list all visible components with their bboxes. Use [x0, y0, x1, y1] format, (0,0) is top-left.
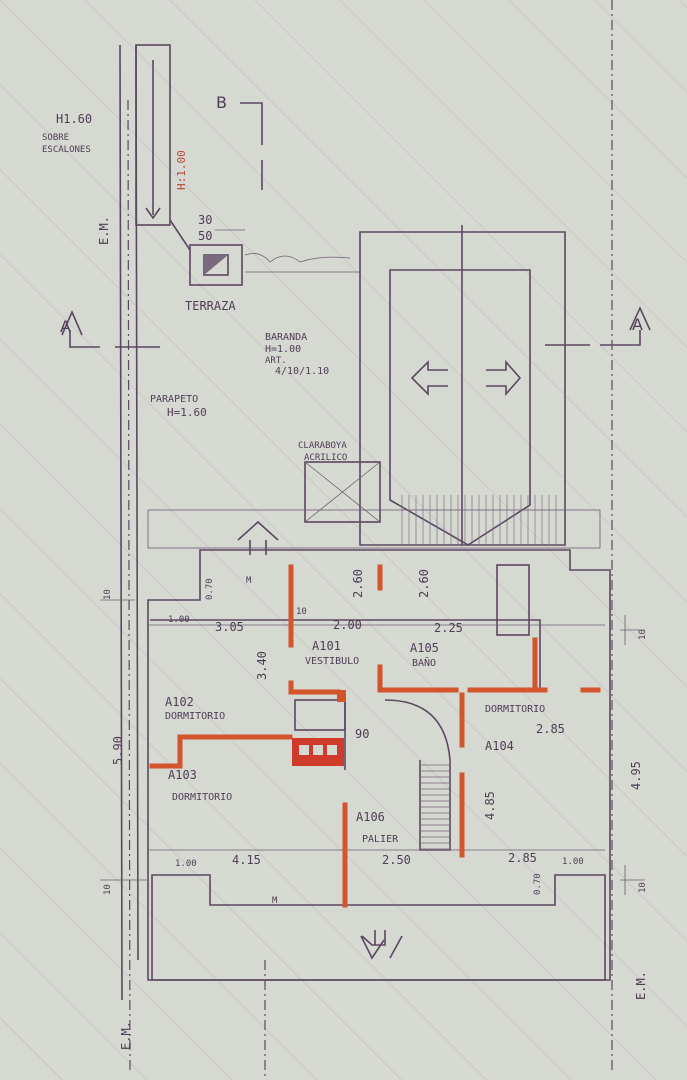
room-code-a105: A105 — [410, 641, 439, 655]
dim-10-left: 10 — [103, 884, 113, 895]
room-code-a101: A101 — [312, 639, 341, 653]
label-claraboya: CLARABOYA — [298, 441, 347, 451]
room-code-a104: A104 — [485, 739, 514, 753]
room-code-a106: A106 — [356, 810, 385, 824]
mark-m-top: M — [246, 576, 252, 586]
label-em-1: E.M. — [97, 216, 111, 245]
dim-415: 4.15 — [232, 853, 261, 867]
room-code-a102: A102 — [165, 695, 194, 709]
label-escalones: ESCALONES — [42, 145, 91, 155]
mark-m-bottom: M — [272, 896, 278, 906]
label-terraza: TERRAZA — [185, 299, 236, 313]
skylight — [304, 461, 381, 523]
label-baranda-num: 4/10/1.10 — [275, 366, 329, 377]
label-chimney-50: 50 — [198, 229, 212, 243]
pitched-roof — [359, 225, 566, 546]
dim-100-bottom-left: 1.00 — [175, 859, 197, 869]
top-eave-band — [147, 509, 601, 549]
dim-495: 4.95 — [629, 761, 643, 790]
room-name-a103: DORMITORIO — [172, 792, 232, 803]
label-baranda: BARANDA — [265, 332, 307, 343]
section-marker-a — [61, 306, 651, 348]
section-marker-b — [240, 102, 263, 190]
label-parapeto: PARAPETO — [150, 394, 198, 405]
label-section-a-left: A — [60, 317, 71, 336]
exterior-stair — [135, 44, 191, 251]
dim-285-a: 2.85 — [536, 722, 565, 736]
label-stair-height: H1.60 — [56, 112, 92, 126]
bottom-balcony — [151, 874, 606, 981]
new-walls — [149, 564, 601, 908]
label-em-3: E.M. — [634, 971, 648, 1000]
dim-90: 90 — [355, 727, 369, 741]
dim-590: 5.90 — [111, 736, 125, 765]
dim-250: 2.50 — [382, 853, 411, 867]
label-section-a-right: A — [632, 315, 643, 334]
dim-485: 4.85 — [483, 791, 497, 820]
label-chimney-30: 30 — [198, 213, 212, 227]
room-name-a104: DORMITORIO — [485, 704, 545, 715]
label-baranda-art: ART. — [265, 356, 287, 366]
dim-260-a: 2.60 — [351, 569, 365, 598]
dim-285-b: 2.85 — [508, 851, 537, 865]
dim-070-top: 0.70 — [205, 578, 215, 600]
label-baranda-h: H=1.00 — [265, 344, 301, 355]
annotations: H1.60 SOBRE ESCALONES H:1.00 B E.M. E.M.… — [42, 93, 648, 1050]
label-stair-h100: H:1.00 — [175, 150, 188, 190]
dim-10-left-top: 10 — [103, 589, 113, 600]
label-section-b: B — [216, 93, 227, 112]
chimney — [189, 229, 245, 286]
room-name-a102: DORMITORIO — [165, 711, 225, 722]
room-name-a105: BAÑO — [412, 656, 436, 669]
dim-100-top: 1.00 — [168, 615, 190, 625]
dim-225: 2.25 — [434, 621, 463, 635]
label-parapeto-h: H=1.60 — [167, 406, 207, 419]
dim-10-right-top: 10 — [638, 629, 648, 640]
partitions — [148, 564, 605, 851]
dim-340: 3.40 — [255, 651, 269, 680]
label-sobre: SOBRE — [42, 133, 69, 143]
dim-10: 10 — [296, 607, 307, 617]
dim-070-bottom: 0.70 — [533, 873, 543, 895]
room-code-a103: A103 — [168, 768, 197, 782]
dim-100-bottom-right: 1.00 — [562, 857, 584, 867]
room-name-a101: VESTIBULO — [305, 656, 359, 667]
dim-260-b: 2.60 — [417, 569, 431, 598]
dim-200: 2.00 — [333, 618, 362, 632]
dim-305: 3.05 — [215, 620, 244, 634]
room-name-a106: PALIER — [362, 834, 399, 845]
label-acrilico: ACRILICO — [304, 453, 347, 463]
dim-10-right-bottom: 10 — [638, 882, 648, 893]
label-em-2: E.M. — [119, 1021, 133, 1050]
